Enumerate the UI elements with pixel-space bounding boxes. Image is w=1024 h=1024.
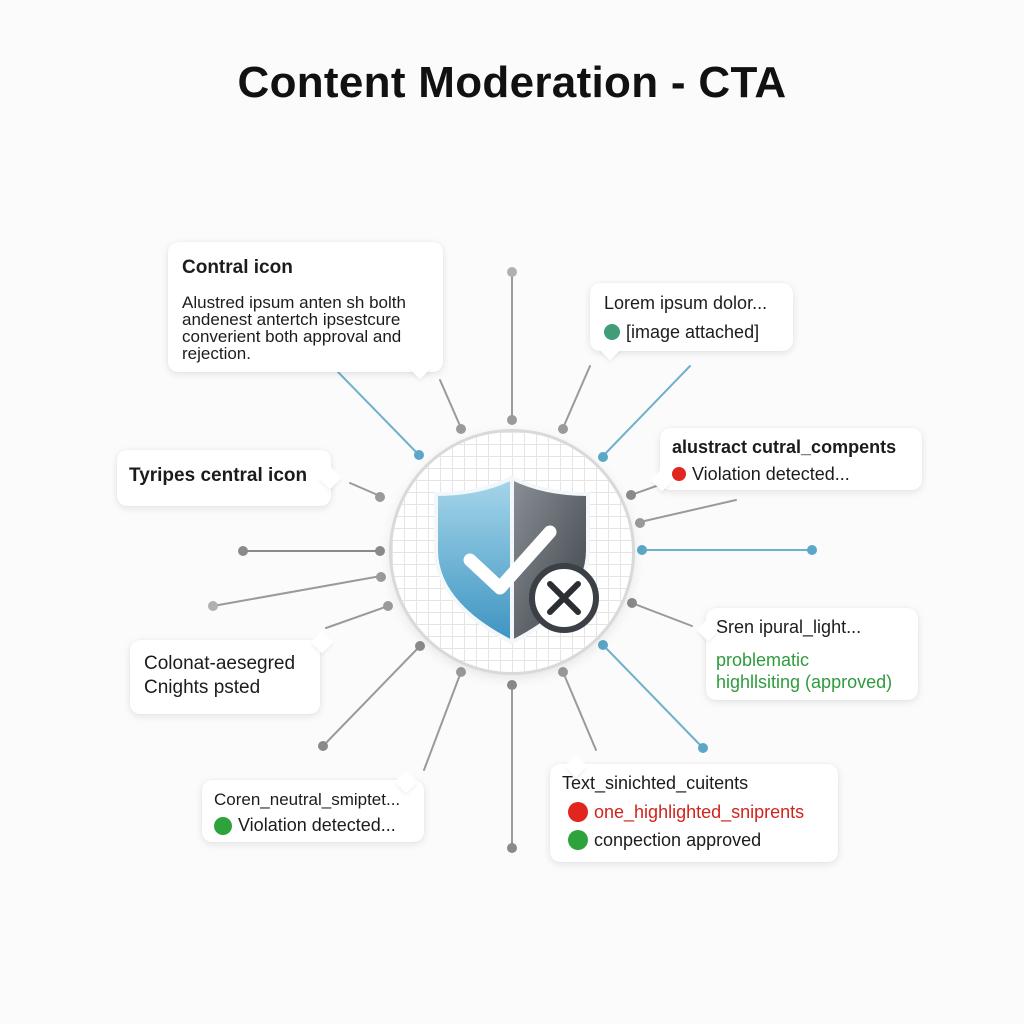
- callout-line: Text_sinichted_cuitents: [562, 773, 749, 793]
- callout-line: Cnights psted: [144, 676, 261, 698]
- callout-line: Colonat-aesegred: [144, 653, 296, 674]
- callout-right-upper: alustract cutral_compents Violation dete…: [650, 428, 922, 492]
- status-dot-green: [604, 323, 620, 340]
- callout-top-left: Contral icon Alustred ipsum anten sh bol…: [168, 242, 443, 380]
- callout-top-right: Lorem ipsum dolor... [image attached]: [590, 283, 793, 361]
- callout-bottom-right: Text_sinichted_cuitents one_highlighted_…: [550, 754, 838, 862]
- attachment-label: [image attached]: [626, 321, 760, 342]
- callout-heading: alustract cutral_compents: [672, 437, 897, 457]
- callout-heading: Contral icon: [182, 257, 293, 278]
- approved-highlight-line: highllsiting (approved): [716, 672, 893, 692]
- callout-body-line: andenest antertch ipsestcure: [182, 309, 401, 329]
- flagged-snippet-label: one_highlighted_sniprents: [594, 801, 805, 822]
- shield-check-reject-icon: [434, 474, 599, 646]
- callout-mid-left: Tyripes central icon: [117, 450, 342, 506]
- status-dot-red: [672, 466, 686, 481]
- central-icon-disc: [392, 432, 632, 672]
- status-dot-green: [568, 830, 588, 851]
- status-label: Violation detected...: [692, 463, 850, 484]
- callout-body-line: converient both approval and: [182, 326, 402, 346]
- approved-snippet-label: conpection approved: [594, 830, 762, 850]
- status-dot-green: [214, 816, 232, 835]
- callout-line: Sren ipural_light...: [716, 617, 862, 637]
- status-dot-red: [568, 801, 588, 822]
- page-title: Content Moderation - CTA: [237, 58, 787, 107]
- callout-bottom-left: Coren_neutral_smiptet... Violation detec…: [202, 770, 424, 842]
- callout-line: Lorem ipsum dolor...: [604, 293, 768, 313]
- callout-body-line: rejection.: [182, 343, 251, 363]
- callout-right-lower: Sren ipural_light... problematic highlls…: [696, 608, 918, 700]
- callout-heading: Tyripes central icon: [129, 465, 308, 486]
- callout-left-lower: Colonat-aesegred Cnights psted: [130, 630, 334, 714]
- status-label: Violation detected...: [238, 815, 396, 836]
- approved-highlight-line: problematic: [716, 649, 810, 670]
- callout-body-line: Alustred ipsum anten sh bolth: [182, 292, 406, 312]
- callout-line: Coren_neutral_smiptet...: [214, 790, 401, 809]
